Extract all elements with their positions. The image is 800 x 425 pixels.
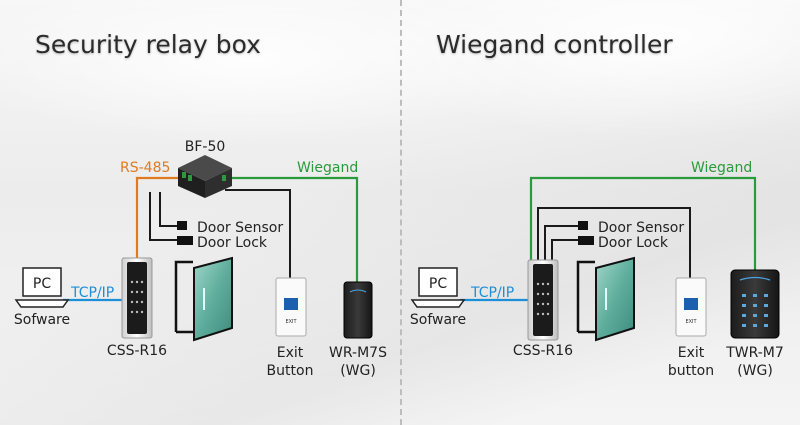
reader-label-left-line1: WR-M7S [329,345,387,361]
bf50-relay-box [178,155,232,198]
reader-label-left-line2: (WG) [340,363,376,379]
door-sensor-wire-left [159,192,177,227]
tcpip-label-left: TCP/IP [70,285,114,301]
pc-label-left: PC [33,276,51,292]
exit-text-left: EXIT [285,319,297,325]
twr-m7-reader [730,269,780,339]
wr-m7s-reader [343,281,373,339]
left-panel-title: Security relay box [35,30,261,59]
exit-label-left-line1: Exit [277,345,304,361]
exit-label-left-line2: Button [267,363,314,379]
door-lock-wire-right [551,239,578,260]
exit-label-right-line1: Exit [678,345,705,361]
exit-text-right: EXIT [685,319,697,325]
door-lock-block-left [177,236,193,245]
door-sensor-block-right [578,221,588,230]
controller-label-left: CSS-R16 [107,343,167,359]
rs485-wire [135,176,183,258]
door-lock-block-right [578,236,594,245]
rs485-label: RS-485 [120,160,170,176]
left-wiring [63,176,359,302]
panel-divider [400,0,402,425]
wiegand-wire-right [529,176,757,270]
exit-button-device-left: EXIT [275,277,307,337]
pc-label-right: PC [429,276,447,292]
door-lock-label-right: Door Lock [598,235,669,251]
exit-button-device-right: EXIT [675,277,707,337]
pc-icon-left [14,267,70,308]
wiegand-wire-left [228,176,359,282]
door-sensor-label-right: Door Sensor [598,220,684,236]
hub-label: BF-50 [185,139,226,155]
software-label-left: Sofware [14,312,70,328]
door-sensor-block-left [177,221,187,230]
exit-wire-right [537,207,691,278]
right-panel-title: Wiegand controller [436,30,673,59]
wiegand-label-right: Wiegand [691,160,752,176]
door-lock-wire-left [149,192,177,241]
door-sensor-label-left: Door Sensor [197,220,283,236]
door-icon-right [576,256,635,342]
wiegand-label-left: Wiegand [297,160,358,176]
door-sensor-wire-right [544,225,578,260]
exit-label-right-line2: button [668,363,714,379]
css-r16-controller-left [121,257,153,339]
software-label-right: Sofware [410,312,466,328]
controller-label-right: CSS-R16 [513,343,573,359]
reader-label-right-line1: TWR-M7 [725,345,784,361]
reader-label-right-line2: (WG) [737,363,773,379]
door-lock-label-left: Door Lock [197,235,268,251]
tcpip-label-right: TCP/IP [470,285,514,301]
right-wiring [460,176,757,302]
pc-icon-right [410,267,466,308]
door-icon-left [174,256,233,342]
exit-wire-left [225,189,291,278]
css-r16-controller-right [527,259,559,341]
